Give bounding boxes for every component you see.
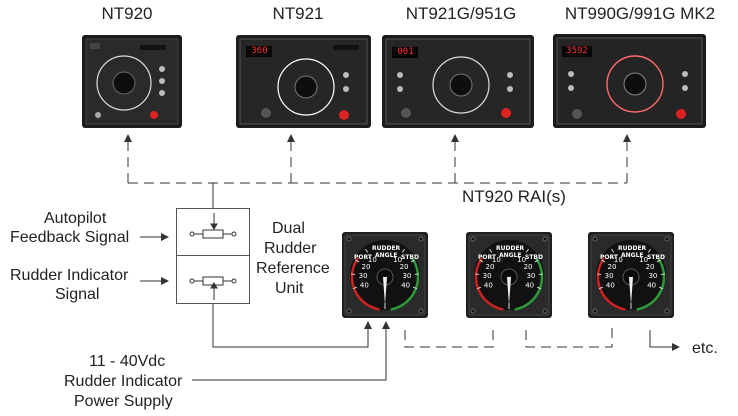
autopilot-panel-nt920 xyxy=(82,35,182,128)
rai-tick-label: 40 xyxy=(484,282,493,290)
autopilot-feedback-label-2: Feedback Signal xyxy=(10,229,130,246)
rai-3-port-label: PORT xyxy=(600,254,618,261)
rai-1-angle-label: ANGLE xyxy=(375,252,398,259)
rai-3-rudder-label: RUDDER xyxy=(618,245,647,252)
dual-rudder-reference-unit xyxy=(176,208,250,304)
rai-2-port-label: PORT xyxy=(478,254,496,261)
rai-tick-label: 30 xyxy=(605,272,614,280)
rai-3-angle-label: ANGLE xyxy=(621,252,644,259)
rai-1-stbd-label: STBD xyxy=(401,254,419,261)
autopilot-panel-nt921: 360 xyxy=(236,35,371,128)
power-label-3: Power Supply xyxy=(74,393,173,410)
rai-tick-label: 30 xyxy=(648,272,657,280)
rai-2-rudder-label: RUDDER xyxy=(496,245,525,252)
rai-title: NT920 RAI(s) xyxy=(462,187,566,206)
rai-tick-label: 40 xyxy=(401,282,410,290)
rai-tick-label: 10 xyxy=(517,256,526,264)
nt920-panel-graphic xyxy=(82,35,182,128)
autopilot-panel-nt921g: 001 xyxy=(382,35,534,128)
panel-title-nt920: NT920 xyxy=(101,4,153,23)
ref-unit-label-1: Dual xyxy=(272,220,305,237)
rai-tick-label: 30 xyxy=(526,272,535,280)
rai-tick-label: 10 xyxy=(614,256,623,264)
rai-tick-label: 10 xyxy=(393,256,402,264)
panel-title-nt921g: NT921G/951G xyxy=(405,4,517,23)
autopilot-feedback-label-1: Autopilot xyxy=(44,210,107,227)
rai-tick-label: 10 xyxy=(368,256,377,264)
rai-2-angle-label: ANGLE xyxy=(499,252,522,259)
autopilot-panel-nt990g: 3592 xyxy=(553,34,706,128)
rai-tick-label: 20 xyxy=(646,263,655,271)
rai-tick-label: 30 xyxy=(402,272,411,280)
rai-tick-label: 30 xyxy=(359,272,368,280)
rudder-indicator-label-1: Rudder Indicator xyxy=(10,267,129,284)
reference-unit-potentiometers xyxy=(189,213,237,300)
rai-tick-label: 20 xyxy=(607,263,616,271)
rai-tick-label: 40 xyxy=(647,282,656,290)
rai-tick-label: 20 xyxy=(524,263,533,271)
ref-unit-label-3: Reference xyxy=(256,260,330,277)
rai-tick-label: 30 xyxy=(483,272,492,280)
etc-label: etc. xyxy=(692,340,718,357)
rai-3-stbd-label: STBD xyxy=(647,254,665,261)
rai-tick-label: 20 xyxy=(485,263,494,271)
rudder-indicator-label-2: Signal xyxy=(55,286,100,303)
nt921-heading-readout: 360 xyxy=(251,46,268,56)
nt921g-heading-readout: 001 xyxy=(397,47,414,57)
panel-title-nt990g: NT990G/991G MK2 xyxy=(564,4,716,23)
rai-1-port-label: PORT xyxy=(354,254,372,261)
rai-tick-label: 10 xyxy=(492,256,501,264)
power-label-1: 11 - 40Vdc xyxy=(89,353,166,370)
nt990g-heading-readout: 3592 xyxy=(566,46,588,56)
rai-tick-label: 20 xyxy=(400,263,409,271)
rai-tick-label: 20 xyxy=(361,263,370,271)
ref-unit-label-2: Rudder xyxy=(264,240,317,257)
rai-tick-label: 40 xyxy=(360,282,369,290)
rai-2-stbd-label: STBD xyxy=(525,254,543,261)
rai-1-rudder-label: RUDDER xyxy=(372,245,401,252)
rai-tick-label: 10 xyxy=(639,256,648,264)
rai-tick-label: 40 xyxy=(525,282,534,290)
rai-tick-label: 40 xyxy=(606,282,615,290)
panel-title-nt921: NT921 xyxy=(272,4,324,23)
power-label-2: Rudder Indicator xyxy=(64,373,183,390)
ref-unit-label-4: Unit xyxy=(275,280,304,297)
